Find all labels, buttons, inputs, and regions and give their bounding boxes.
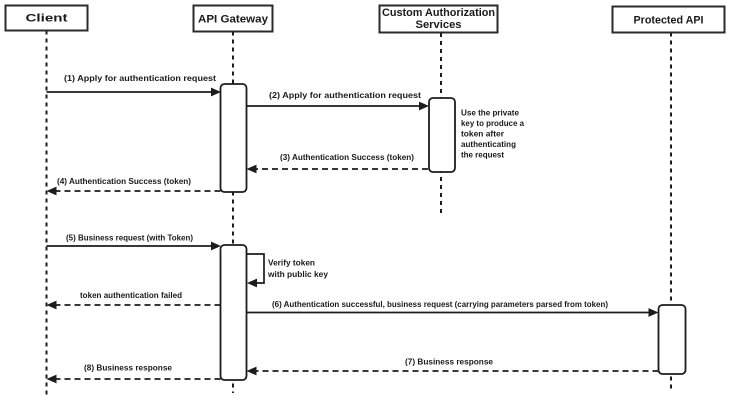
message-4-label: (4) Authentication Success (token) <box>57 176 191 186</box>
actor-api-gateway-box <box>192 4 274 33</box>
message-8-arrowhead-icon <box>46 374 57 384</box>
message-2-apply-auth: (2) Apply for authentication request <box>246 90 429 111</box>
self-message-label-line2: with public key <box>267 269 328 279</box>
activation-api-gateway-1 <box>219 83 248 193</box>
message-5-arrowhead-icon <box>211 241 221 251</box>
actor-protected-api-box <box>611 5 726 34</box>
message-3-auth-success: (3) Authentication Success (token) <box>246 152 428 174</box>
note-private-key: Use the private key to produce a token a… <box>461 108 524 160</box>
actor-client: Client <box>4 4 89 32</box>
note-line-5: the request <box>461 150 504 160</box>
message-7-label: (7) Business response <box>405 357 493 367</box>
actor-api-gateway: API Gateway <box>192 4 274 33</box>
message-token-auth-failed-label: token authentication failed <box>80 290 182 300</box>
message-token-auth-failed: token authentication failed <box>46 290 221 310</box>
actor-api-gateway-label: API Gateway <box>198 14 269 26</box>
note-line-4: authenticating <box>461 139 516 149</box>
actor-client-box <box>4 4 89 32</box>
message-6-auth-successful-business-request: (6) Authentication successful, business … <box>246 299 659 317</box>
message-7-arrowhead-icon <box>246 366 257 376</box>
note-line-2: key to produce a <box>461 118 524 128</box>
message-2-label: (2) Apply for authentication request <box>269 90 421 100</box>
actor-protected-api-label: Protected API <box>634 15 704 27</box>
message-6-label: (6) Authentication successful, business … <box>272 299 608 309</box>
message-6-arrowhead-icon <box>648 308 659 317</box>
activation-custom-auth <box>428 97 456 173</box>
message-1-apply-auth: (1) Apply for authentication request <box>46 73 221 97</box>
message-token-auth-failed-arrowhead-icon <box>46 300 57 310</box>
message-5-label: (5) Business request (with Token) <box>66 233 193 243</box>
message-1-arrowhead-icon <box>211 87 221 97</box>
actor-custom-auth: Custom Authorization Services <box>378 4 499 34</box>
actor-client-label: Client <box>26 13 68 25</box>
message-2-arrowhead-icon <box>419 101 429 111</box>
actor-custom-auth-label-line2: Services <box>416 19 462 31</box>
message-8-label: (8) Business response <box>84 363 172 373</box>
self-message-verify-token: Verify token with public key <box>246 253 328 288</box>
note-line-1: Use the private <box>461 108 519 118</box>
message-3-arrowhead-icon <box>246 164 257 174</box>
message-3-label: (3) Authentication Success (token) <box>280 152 414 162</box>
message-7-business-response: (7) Business response <box>246 357 659 376</box>
self-message-loop-line <box>246 253 265 284</box>
self-message-label-line1: Verify token <box>268 258 315 268</box>
self-message-arrowhead-icon <box>247 278 257 288</box>
activation-api-gateway-2 <box>219 244 248 381</box>
message-5-business-request: (5) Business request (with Token) <box>46 233 221 251</box>
actor-protected-api: Protected API <box>611 5 726 34</box>
note-line-3: token after <box>461 129 505 139</box>
message-4-arrowhead-icon <box>46 186 57 196</box>
activation-protected-api <box>657 304 687 375</box>
actor-custom-auth-box <box>378 4 499 34</box>
message-8-business-response: (8) Business response <box>46 363 221 384</box>
message-4-auth-success: (4) Authentication Success (token) <box>46 176 221 196</box>
message-1-label: (1) Apply for authentication request <box>64 73 216 83</box>
actor-custom-auth-label-line1: Custom Authorization <box>382 7 495 19</box>
